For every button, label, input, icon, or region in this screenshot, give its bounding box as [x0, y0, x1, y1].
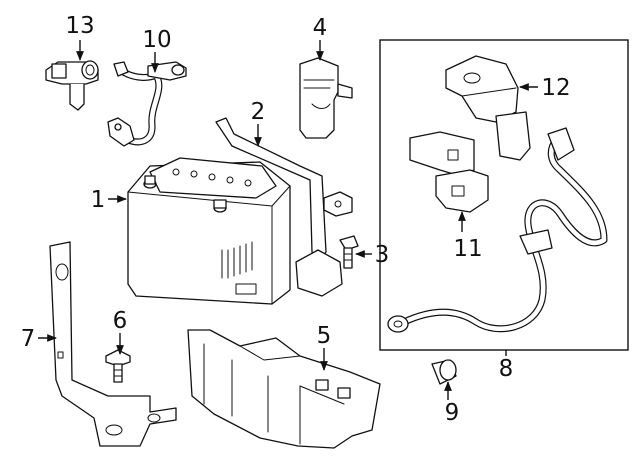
callout-1: 1 — [91, 187, 106, 213]
cable-assembly-box — [379, 39, 629, 351]
part-7-bracket — [49, 241, 177, 447]
part-10-terminal-cable — [107, 61, 187, 147]
part-4-terminal-cover — [299, 57, 353, 139]
callout-12: 12 — [541, 75, 570, 101]
part-13-terminal-clamp — [45, 60, 99, 111]
part-5-battery-tray — [187, 329, 381, 449]
part-6-bolt — [105, 349, 131, 383]
part-8-cable-assembly — [387, 127, 608, 333]
callout-10: 10 — [142, 27, 171, 53]
callout-13: 13 — [65, 13, 94, 39]
callout-4: 4 — [313, 15, 328, 41]
leader-lines — [38, 40, 538, 400]
part-12-cover — [445, 55, 531, 161]
callout-9: 9 — [445, 400, 460, 426]
callout-6: 6 — [113, 308, 128, 334]
callout-3: 3 — [375, 242, 390, 268]
callout-labels: 13 10 4 2 1 3 5 6 7 8 9 11 12 — [21, 13, 571, 426]
part-3-bolt — [339, 235, 359, 269]
part-11-fuse-block — [409, 131, 489, 213]
callout-8: 8 — [499, 356, 514, 382]
part-2-hold-down-rod — [215, 117, 353, 297]
callout-11: 11 — [453, 236, 482, 262]
callout-5: 5 — [317, 323, 332, 349]
part-1-battery — [127, 157, 291, 305]
part-9-cap — [431, 359, 457, 385]
callout-7: 7 — [21, 326, 36, 352]
callout-2: 2 — [251, 99, 266, 125]
